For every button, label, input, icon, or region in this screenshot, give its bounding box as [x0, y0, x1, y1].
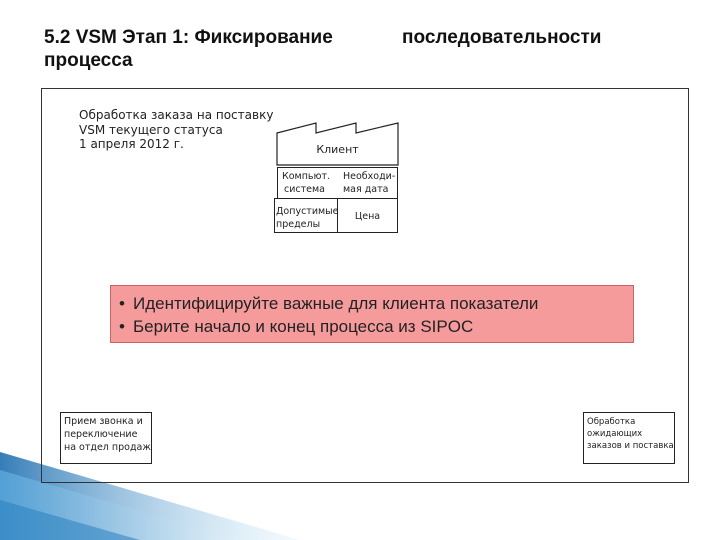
data-cell-required-date: Необходи- мая дата [337, 167, 398, 199]
cell-text: система [284, 184, 325, 195]
process-text: заказов и поставка [587, 441, 674, 451]
vsm-header-line-3: 1 апреля 2012 г. [79, 137, 184, 151]
vsm-diagram-frame [41, 88, 689, 483]
process-box-start: Прием звонка и переключение на отдел про… [60, 412, 152, 464]
slide-title-line1-end: последовательности [402, 27, 602, 48]
instruction-callout: • Идентифицируйте важные для клиента пок… [110, 285, 634, 343]
process-text: переключение [64, 429, 138, 440]
data-cell-tolerances: Допустимые пределы [274, 198, 339, 233]
callout-bullet-2: • Берите начало и конец процесса из SIPO… [119, 315, 633, 338]
process-text: на отдел продаж [64, 442, 151, 453]
cell-text: мая дата [343, 184, 389, 195]
data-cell-price: Цена [337, 198, 398, 233]
vsm-header-line-2: VSM текущего статуса [79, 123, 223, 137]
callout-text: Берите начало и конец процесса из SIPOC [133, 317, 474, 336]
process-text: Обработка [587, 417, 636, 427]
cell-text: Цена [354, 211, 381, 222]
cell-text: пределы [276, 219, 321, 230]
callout-bullet-1: • Идентифицируйте важные для клиента пок… [119, 292, 633, 315]
process-box-end: Обработка ожидающих заказов и поставка [583, 412, 675, 464]
vsm-header-line-1: Обработка заказа на поставку [79, 108, 274, 122]
bullet-icon: • [119, 317, 125, 336]
cell-text: Компьют. [282, 171, 331, 182]
callout-text: Идентифицируйте важные для клиента показ… [133, 294, 539, 313]
process-text: ожидающих [587, 429, 643, 439]
slide-title-line1: 5.2 VSM Этап 1: Фиксирование [44, 27, 333, 48]
customer-label: Клиент [316, 143, 359, 156]
slide-title-line2: процесса [44, 50, 133, 71]
bullet-icon: • [119, 294, 125, 313]
cell-text: Необходи- [343, 171, 396, 182]
cell-text: Допустимые [276, 206, 339, 217]
data-cell-computer-system: Компьют. система [277, 167, 338, 199]
process-text: Прием звонка и [64, 416, 143, 427]
